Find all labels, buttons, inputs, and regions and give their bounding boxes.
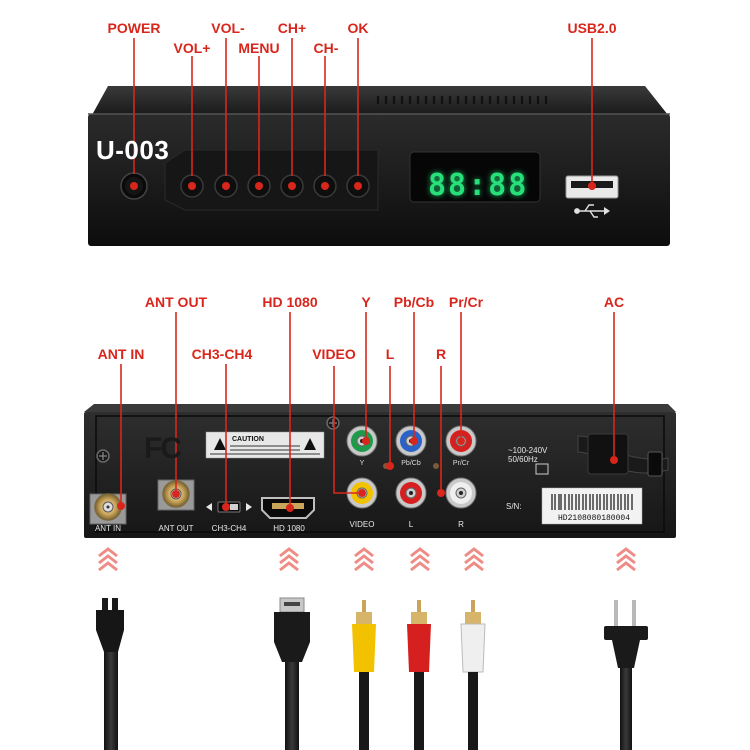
front-leader-lines xyxy=(133,38,593,183)
rca-yellow-cable-icon xyxy=(352,600,376,750)
rca-white-cable-icon xyxy=(460,600,486,750)
voltage-rating: ~100-240V 50/60Hz xyxy=(508,446,547,464)
port-label-l: L xyxy=(408,520,414,529)
label-hd1080: HD 1080 xyxy=(262,294,318,310)
label-vol-plus: VOL+ xyxy=(173,40,211,56)
port-label-r: R xyxy=(458,520,464,529)
label-r: R xyxy=(435,346,447,362)
rear-leader-lines xyxy=(120,312,615,506)
port-label-ch3-ch4: CH3-CH4 xyxy=(211,524,247,533)
audio-l-port[interactable] xyxy=(395,477,427,509)
port-label-pr: Pr/Cr xyxy=(452,460,470,467)
port-label-ant-out: ANT OUT xyxy=(158,524,194,533)
port-label-ant-in: ANT IN xyxy=(94,524,122,533)
audio-r-port[interactable] xyxy=(445,477,477,509)
brand-logo: U-003 xyxy=(96,135,170,165)
antenna-cable-icon xyxy=(96,598,124,750)
usb-icon xyxy=(574,204,610,218)
up-chevrons-icon xyxy=(98,547,636,572)
rca-red-cable-icon xyxy=(407,600,431,750)
label-ac: AC xyxy=(603,294,625,310)
power-plug-icon xyxy=(604,600,648,750)
label-l: L xyxy=(385,346,395,362)
port-label-hd1080: HD 1080 xyxy=(273,524,305,533)
voltage-line-2: 50/60Hz xyxy=(508,455,538,464)
label-video: VIDEO xyxy=(312,346,356,362)
label-usb: USB2.0 xyxy=(567,20,617,36)
led-display: 88:88 xyxy=(428,168,529,203)
fcc-logo: FC xyxy=(144,432,182,465)
label-y: Y xyxy=(361,294,371,310)
caution-sticker-text: CAUTION xyxy=(232,436,264,443)
label-vol-minus: VOL- xyxy=(211,20,245,36)
voltage-line-1: ~100-240V xyxy=(508,446,548,455)
label-ch-plus: CH+ xyxy=(277,20,307,36)
ac-power-cord xyxy=(577,433,669,477)
label-ant-in: ANT IN xyxy=(97,346,145,362)
port-label-y: Y xyxy=(359,460,365,467)
port-label-pb: Pb/Cb xyxy=(401,460,421,467)
label-menu: MENU xyxy=(238,40,280,56)
label-pr-cr: Pr/Cr xyxy=(448,294,484,310)
hdmi-cable-icon xyxy=(274,597,310,750)
label-power: POWER xyxy=(107,20,161,36)
serial-number: HD2108080180004 xyxy=(558,514,631,523)
label-ch-minus: CH- xyxy=(313,40,339,56)
label-ok: OK xyxy=(347,20,369,36)
port-label-video: VIDEO xyxy=(349,520,375,529)
label-ant-out: ANT OUT xyxy=(144,294,208,310)
label-ch3-ch4: CH3-CH4 xyxy=(191,346,253,362)
label-pb-cb: Pb/Cb xyxy=(393,294,435,310)
serial-label: S/N: xyxy=(506,502,522,511)
front-box xyxy=(88,86,670,246)
